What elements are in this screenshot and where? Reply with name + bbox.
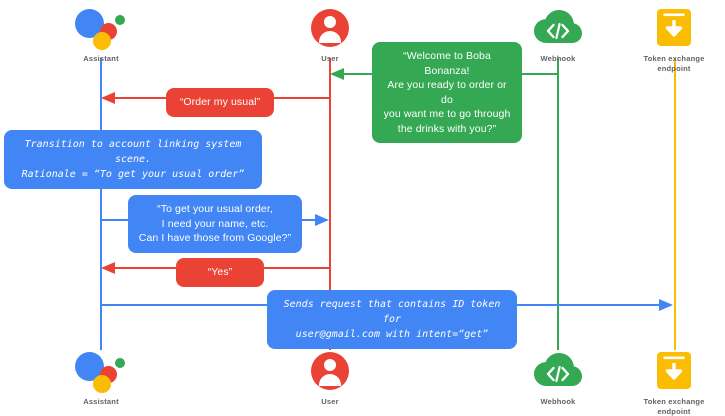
actor-token-endpoint-top: Token exchange endpoint <box>614 6 725 73</box>
assistant-dot-yellow <box>93 375 111 393</box>
actor-assistant-bottom: Assistant <box>41 349 161 407</box>
arrow-head-token-request <box>659 299 673 311</box>
avatar-body <box>319 374 341 386</box>
actor-label-user: User <box>321 397 339 406</box>
message-consent-prompt: “To get your usual order, I need your na… <box>128 195 302 253</box>
actor-label-assistant: Assistant <box>83 54 119 63</box>
actor-webhook-top: Webhook <box>498 6 618 64</box>
avatar-head <box>324 359 336 371</box>
arrow-head-consent-prompt <box>315 214 329 226</box>
user-avatar-icon <box>300 349 360 393</box>
token-box-shape <box>657 9 691 46</box>
assistant-dot-green <box>115 15 125 25</box>
cloud-code-icon <box>528 6 588 50</box>
actor-label-token-endpoint: Token exchange endpoint <box>643 54 705 73</box>
cloud-code-icon <box>528 349 588 393</box>
arrow-head-order-my-usual <box>101 92 115 104</box>
token-box-shape <box>657 352 691 389</box>
message-welcome: “Welcome to Boba Bonanza! Are you ready … <box>372 42 522 143</box>
assistant-dot-yellow <box>93 32 111 50</box>
lifeline-webhook <box>557 58 559 350</box>
actor-label-token-endpoint: Token exchange endpoint <box>643 397 705 416</box>
user-avatar-icon <box>300 6 360 50</box>
message-order-my-usual: “Order my usual” <box>166 88 274 117</box>
lifeline-user <box>329 58 331 350</box>
arrow-head-welcome <box>330 68 344 80</box>
assistant-dot-green <box>115 358 125 368</box>
message-transition-note: Transition to account linking system sce… <box>4 130 262 189</box>
actor-label-webhook: Webhook <box>540 397 576 406</box>
actor-label-assistant: Assistant <box>83 397 119 406</box>
avatar-body <box>319 31 341 43</box>
actor-label-webhook: Webhook <box>540 54 576 63</box>
actor-token-endpoint-bottom: Token exchange endpoint <box>614 349 725 416</box>
cloud-shape <box>534 10 582 46</box>
avatar-head <box>324 16 336 28</box>
download-box-icon <box>644 6 704 50</box>
download-box-icon <box>644 349 704 393</box>
google-assistant-icon <box>71 6 131 50</box>
lifeline-assistant <box>100 58 102 350</box>
avatar <box>311 9 349 47</box>
actor-webhook-bottom: Webhook <box>498 349 618 407</box>
actor-assistant-top: Assistant <box>41 6 161 64</box>
actor-label-user: User <box>321 54 339 63</box>
avatar <box>311 352 349 390</box>
message-token-request: Sends request that contains ID token for… <box>267 290 517 349</box>
lifeline-token-endpoint <box>674 58 676 350</box>
arrow-head-yes <box>101 262 115 274</box>
actor-user-bottom: User <box>270 349 390 407</box>
actor-user-top: User <box>270 6 390 64</box>
cloud-shape <box>534 353 582 389</box>
message-yes: “Yes” <box>176 258 264 287</box>
google-assistant-icon <box>71 349 131 393</box>
